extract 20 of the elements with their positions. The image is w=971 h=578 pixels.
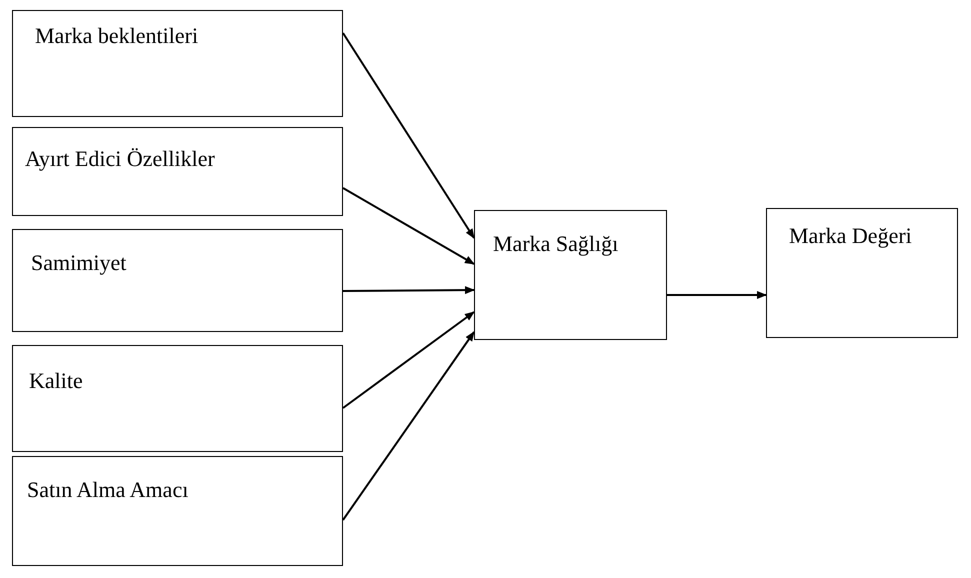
arrow xyxy=(343,286,475,294)
text-box xyxy=(12,456,343,566)
arrow xyxy=(342,331,475,521)
box-label: Marka Değeri xyxy=(789,222,913,250)
text-box xyxy=(12,229,343,332)
box-label: Satın Alma Amacı xyxy=(27,476,190,504)
text-box xyxy=(766,208,958,338)
arrow xyxy=(667,291,767,299)
box-label: Marka Sağlığı xyxy=(493,230,620,258)
arrow xyxy=(342,32,475,239)
text-box xyxy=(474,210,667,340)
text-box xyxy=(12,345,343,452)
box-label: Ayırt Edici Özellikler xyxy=(25,145,216,173)
text-box xyxy=(12,127,343,216)
text-box xyxy=(12,10,343,117)
arrow xyxy=(342,187,475,265)
arrow xyxy=(342,311,475,409)
box-label: Kalite xyxy=(29,367,84,395)
box-label: Marka beklentileri xyxy=(35,22,200,50)
box-label: Samimiyet xyxy=(31,249,128,277)
